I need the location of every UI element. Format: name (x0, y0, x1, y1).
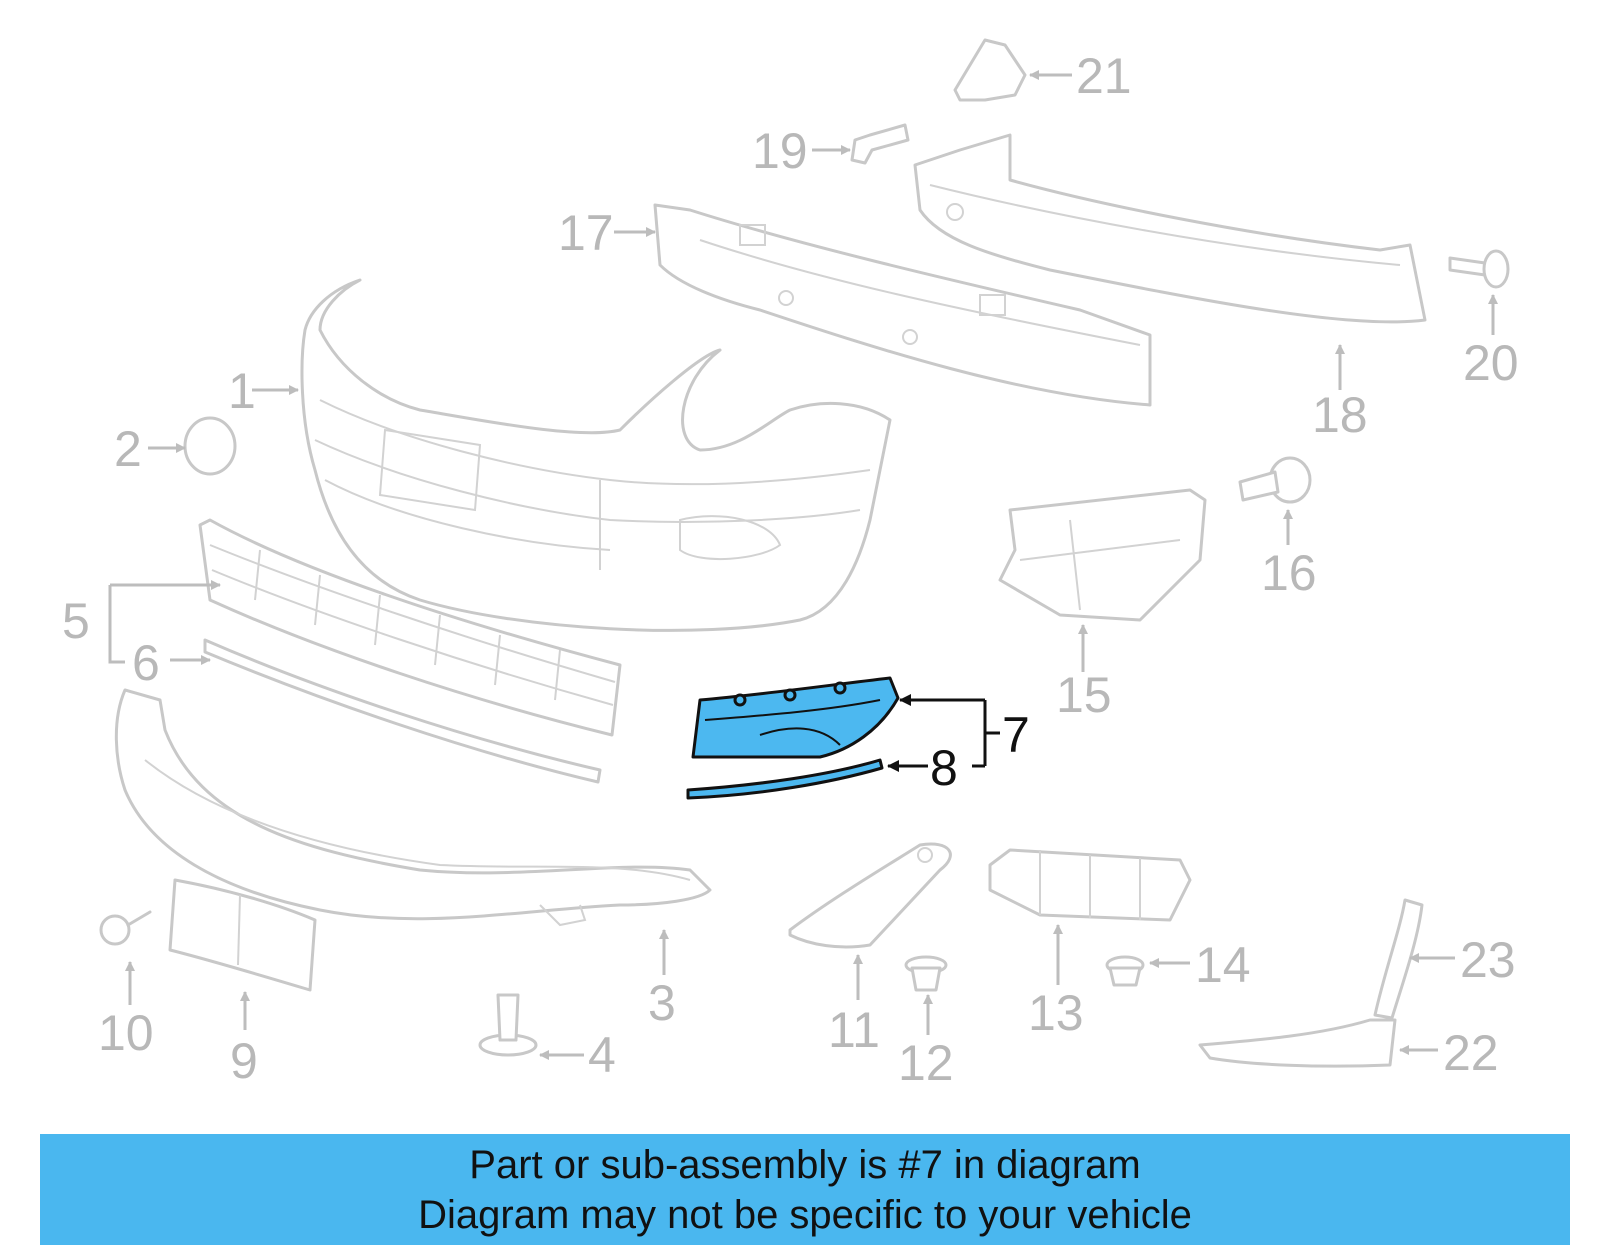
part-19-bolt[interactable] (850, 123, 910, 165)
banner-line-2: Diagram may not be specific to your vehi… (418, 1193, 1192, 1237)
callout-10: 10 (98, 1005, 154, 1061)
callout-11: 11 (828, 1002, 880, 1058)
part-14-nut[interactable] (1105, 955, 1145, 987)
callout-20: 20 (1463, 335, 1519, 391)
part-9-plate-bracket[interactable] (168, 878, 317, 992)
callout-9: 9 (230, 1033, 258, 1089)
callout-8: 8 (930, 740, 958, 796)
callout-3: 3 (648, 975, 676, 1031)
callout-7: 7 (1002, 707, 1030, 763)
banner-line-1: Part or sub-assembly is #7 in diagram (469, 1143, 1141, 1187)
part-6-grille-strip[interactable] (203, 638, 602, 784)
leader-lines (108, 70, 1498, 1060)
part-20-bolt[interactable] (1448, 249, 1510, 289)
part-13-bracket[interactable] (988, 848, 1192, 922)
callout-1: 1 (228, 363, 256, 419)
part-2-cap[interactable] (183, 416, 237, 476)
callout-21: 21 (1076, 48, 1132, 104)
part-7-highlighted[interactable] (691, 676, 900, 759)
parts-diagram: 1 2 3 4 5 6 7 8 9 10 11 12 13 14 15 16 1… (62, 38, 1519, 1091)
part-11-bracket[interactable] (788, 842, 952, 949)
part-10-screw[interactable] (99, 910, 152, 946)
callout-15: 15 (1056, 667, 1112, 723)
part-5-grille[interactable] (198, 518, 622, 737)
part-16-bolt[interactable] (1238, 456, 1312, 504)
callout-12: 12 (898, 1035, 954, 1091)
part-12-nut[interactable] (904, 955, 948, 992)
callout-2: 2 (114, 421, 142, 477)
part-15-bracket[interactable] (998, 488, 1207, 622)
highlight-leader-lines (887, 694, 1000, 772)
part-22-trim[interactable] (1198, 1018, 1397, 1068)
callout-23: 23 (1460, 932, 1516, 988)
callout-labels: 1 2 3 4 5 6 7 8 9 10 11 12 13 14 15 16 1… (62, 48, 1519, 1091)
callout-4: 4 (588, 1027, 616, 1083)
info-banner: Part or sub-assembly is #7 in diagram Di… (40, 1134, 1570, 1245)
callout-13: 13 (1028, 985, 1084, 1041)
part-21-bracket[interactable] (953, 38, 1027, 102)
callout-22: 22 (1443, 1025, 1499, 1081)
callout-6: 6 (132, 635, 160, 691)
callout-5: 5 (62, 593, 90, 649)
callout-19: 19 (752, 123, 808, 179)
part-18-reinforcement[interactable] (913, 133, 1427, 324)
part-23-trim[interactable] (1373, 898, 1424, 1020)
part-1-bumper-cover[interactable] (300, 278, 892, 632)
part-8-strip[interactable] (686, 758, 884, 800)
callout-18: 18 (1312, 387, 1368, 443)
part-17-absorber[interactable] (653, 203, 1152, 407)
part-4-push-pin[interactable] (478, 993, 538, 1057)
part-3-lower-bumper[interactable] (114, 688, 712, 927)
callout-16: 16 (1261, 545, 1317, 601)
callout-17: 17 (558, 205, 614, 261)
callout-14: 14 (1195, 937, 1251, 993)
